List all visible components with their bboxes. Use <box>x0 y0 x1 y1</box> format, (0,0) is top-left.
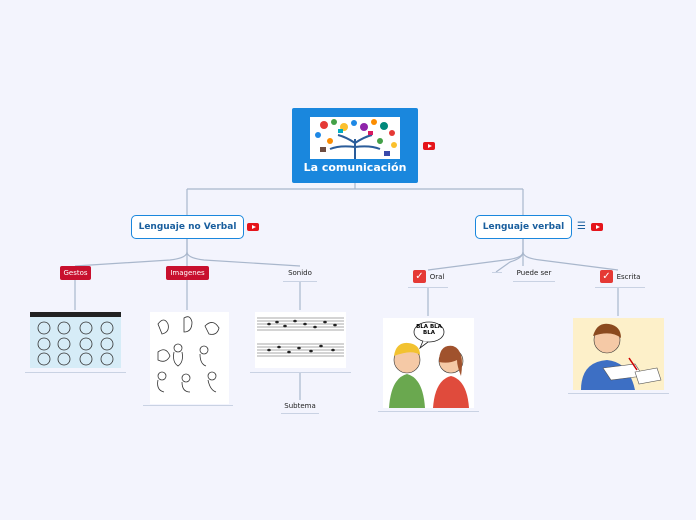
image-underline <box>143 405 233 406</box>
topic-puede-ser[interactable]: Puede ser <box>514 269 554 277</box>
topic-imagenes[interactable]: Imagenes <box>166 266 209 280</box>
topic-label: Subtema <box>284 402 316 410</box>
topic-label: Escrita <box>616 273 641 281</box>
branch-lenguaje-verbal[interactable]: Lenguaje verbal <box>475 215 572 239</box>
notes-icon[interactable]: ☰ <box>577 221 586 232</box>
topic-underline <box>283 281 317 282</box>
imagenes-sign-language-image <box>150 312 229 404</box>
branch-label: Lenguaje verbal <box>482 222 565 232</box>
image-underline <box>378 411 479 412</box>
topic-label: Puede ser <box>516 269 552 277</box>
central-topic-title: La comunicación <box>303 161 407 174</box>
topic-label: Sonido <box>288 269 312 277</box>
communication-tree-image <box>310 117 400 159</box>
topic-underline <box>281 413 319 414</box>
topic-oral[interactable]: Oral <box>429 273 445 281</box>
image-underline <box>25 372 126 373</box>
branch-label: Lenguaje no Verbal <box>138 222 237 232</box>
checkbox-icon[interactable]: ✓ <box>413 270 426 283</box>
video-icon[interactable] <box>423 142 435 150</box>
topic-label: Imagenes <box>170 269 205 277</box>
video-icon[interactable] <box>247 223 259 231</box>
topic-label: Gestos <box>63 269 88 277</box>
empty-topic-line <box>492 272 502 273</box>
video-icon[interactable] <box>591 223 603 231</box>
escrita-writing-image <box>573 318 664 390</box>
branch-lenguaje-no-verbal[interactable]: Lenguaje no Verbal <box>131 215 244 239</box>
topic-sonido[interactable]: Sonido <box>282 269 318 277</box>
speech-bubble-text: BLA BLA BLA <box>416 324 442 336</box>
topic-label: Oral <box>429 273 445 281</box>
topic-escrita[interactable]: Escrita <box>616 273 641 281</box>
oral-conversation-image: BLA BLA BLA <box>383 318 474 408</box>
topic-underline <box>595 287 645 288</box>
topic-underline <box>513 281 555 282</box>
checkbox-icon[interactable]: ✓ <box>600 270 613 283</box>
gestos-faces-image <box>30 312 121 368</box>
image-underline <box>250 372 351 373</box>
topic-underline <box>408 287 448 288</box>
central-topic[interactable]: La comunicación <box>292 108 418 183</box>
image-underline <box>568 393 669 394</box>
sonido-sheet-music-image <box>255 312 346 368</box>
topic-gestos[interactable]: Gestos <box>60 266 91 280</box>
topic-subtema[interactable]: Subtema <box>280 402 320 410</box>
